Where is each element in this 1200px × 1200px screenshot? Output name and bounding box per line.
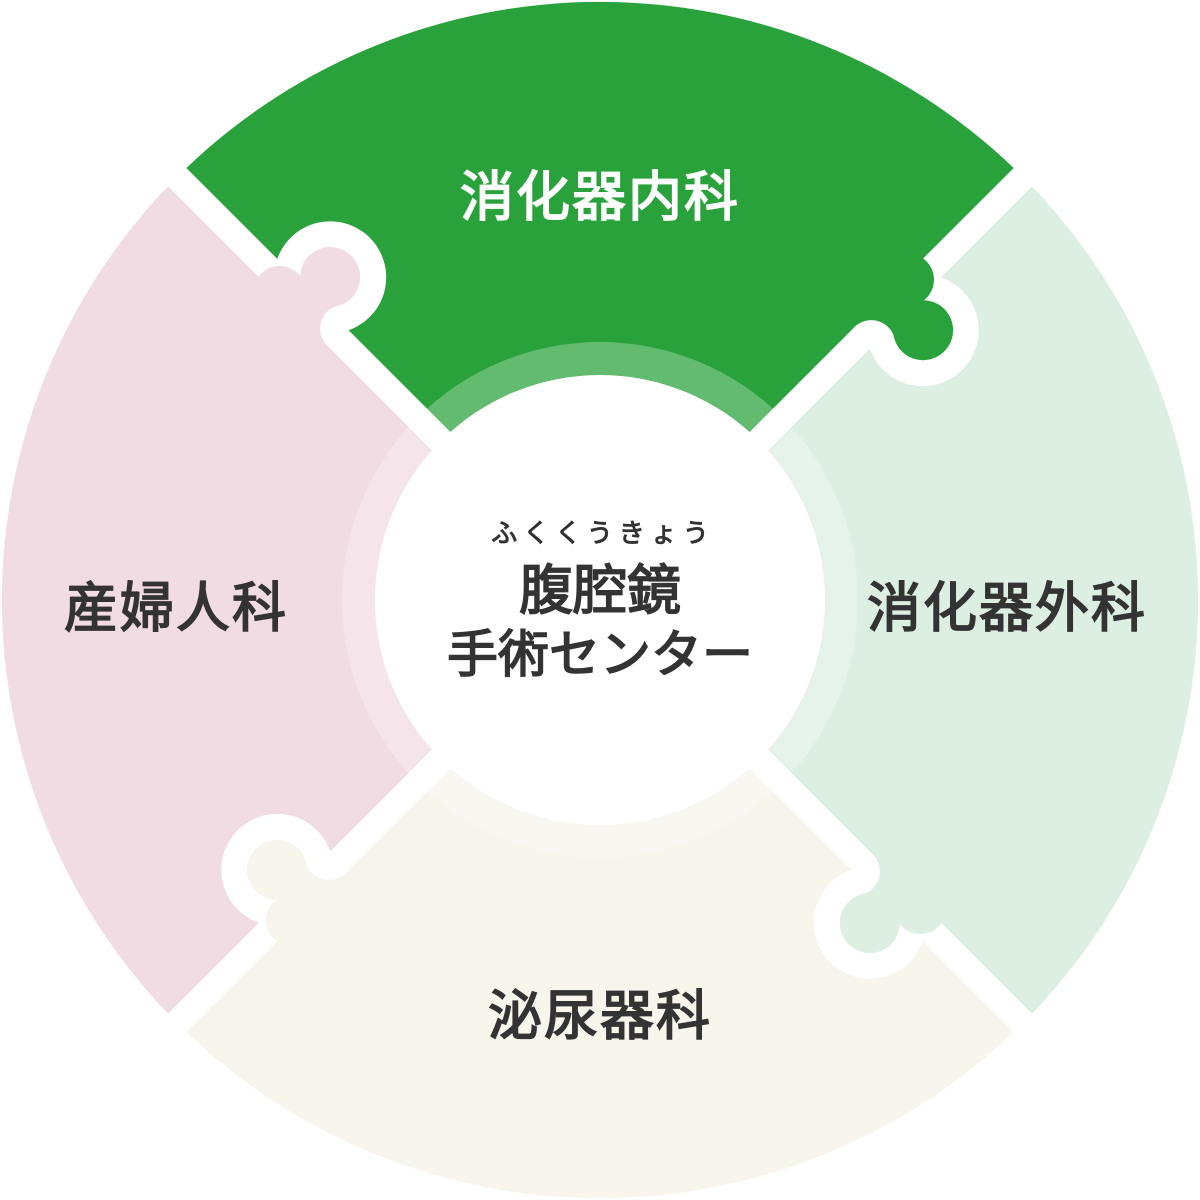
center-text-block: ふくくうきょう 腹腔鏡 手術センター: [447, 513, 753, 681]
label-gastrointestinal-surgery: 消化器外科: [867, 576, 1147, 640]
label-urology: 泌尿器科: [488, 984, 712, 1048]
center-subtitle: 手術センター: [446, 626, 754, 685]
label-gastroenterology: 消化器内科: [460, 165, 740, 229]
label-obstetrics-gynecology: 産婦人科: [64, 576, 288, 640]
center-title: 腹腔鏡: [518, 559, 681, 622]
center-circle: [375, 375, 825, 825]
center-furigana: ふくくうきょう: [491, 519, 715, 549]
